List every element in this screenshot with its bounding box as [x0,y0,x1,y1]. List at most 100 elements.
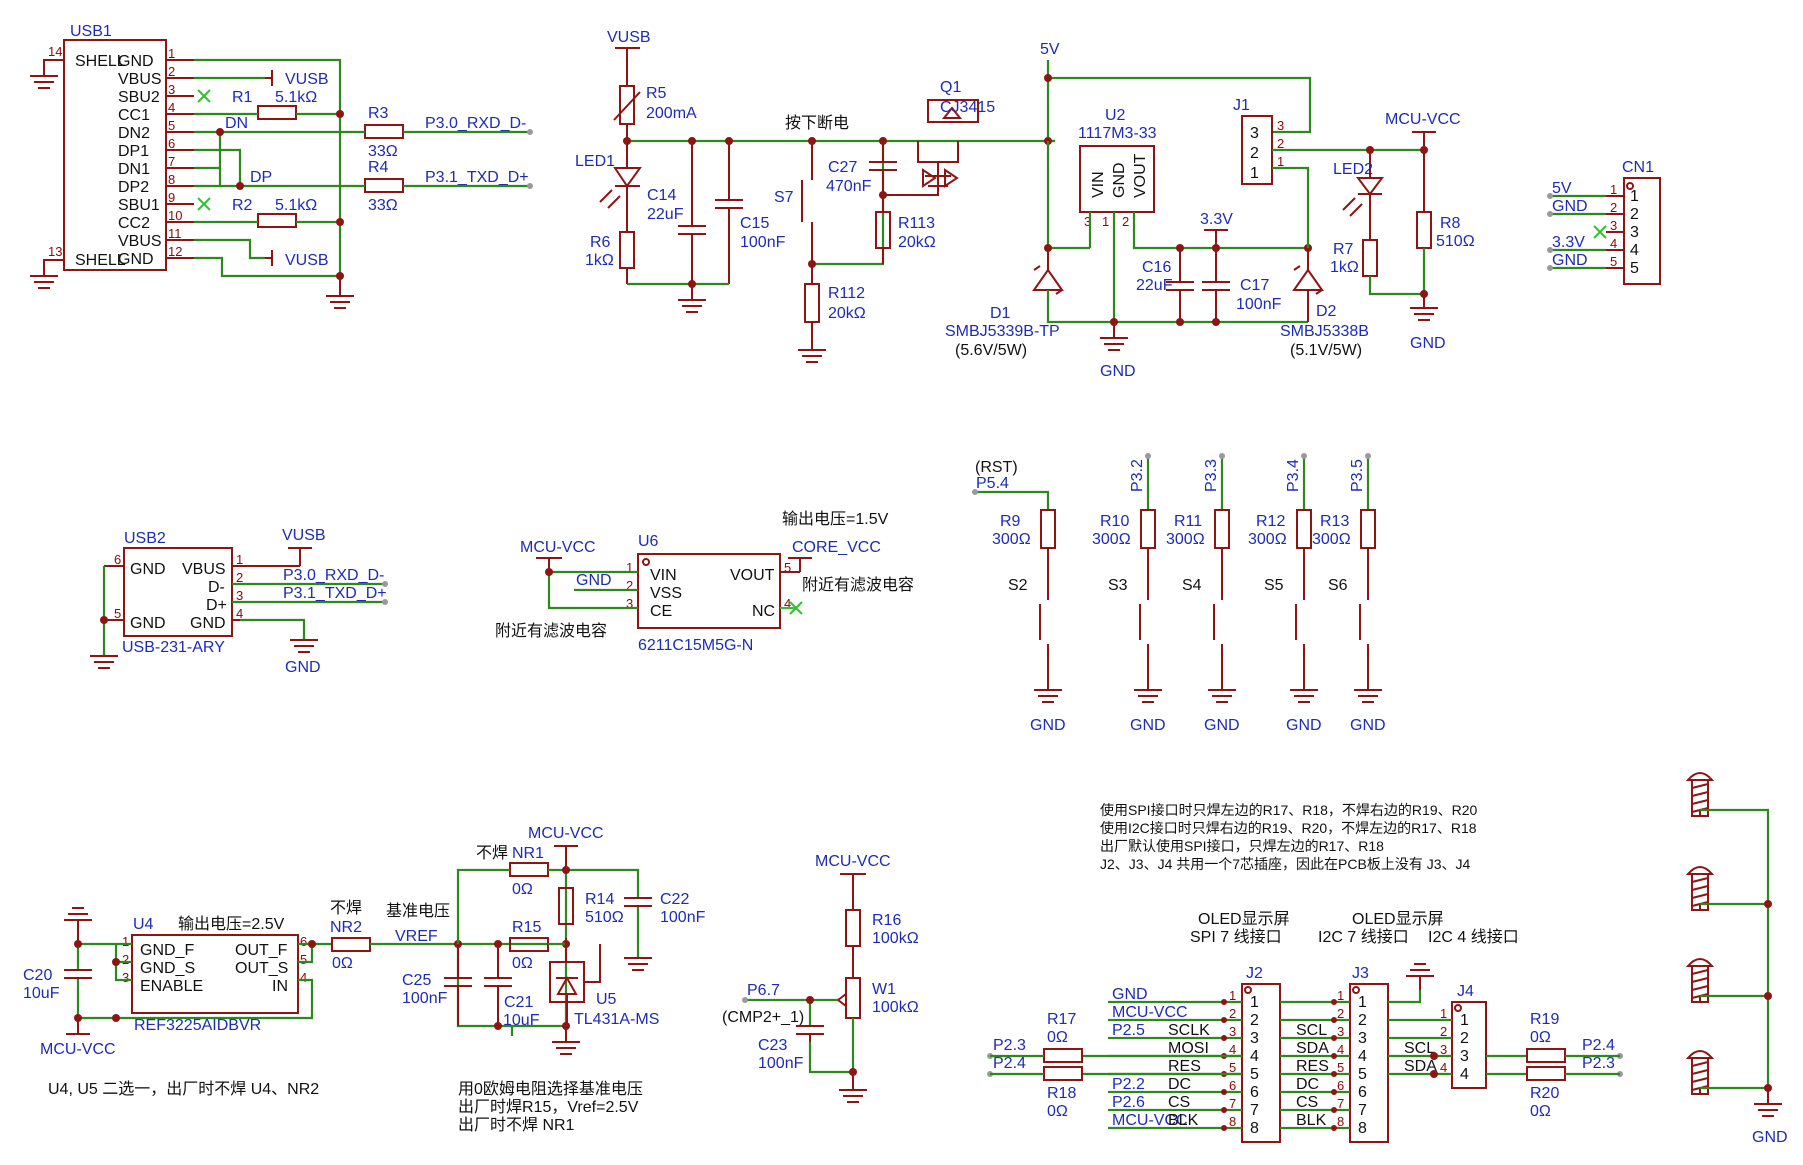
s5-gnd: GND [1286,717,1322,734]
j1-pin1: 1 [1250,165,1259,182]
d1-note: (5.6V/5W) [955,342,1027,359]
usb2-pin2-num: 2 [236,570,243,585]
usb2-pin6-name: GND [130,561,166,578]
c23-ref: C23 [758,1037,787,1054]
mcuvcc-pot: MCU-VCC [815,853,891,870]
j2-body [1241,983,1281,1143]
u2-value: 1117M3-33 [1078,125,1157,142]
w1-value: 100kΩ [872,999,919,1016]
j2-sig-8: BLK [1168,1112,1199,1129]
j3-sig-7: CS [1296,1094,1318,1111]
j2-sig-4: MOSI [1168,1040,1209,1057]
cn1-net-1: 5V [1552,180,1572,197]
vref-title: 基准电压 [386,902,450,920]
r11-body [1214,509,1230,549]
j2-net-3: P2.5 [1112,1022,1145,1039]
u6-pin2: 2 [626,578,633,593]
r7-value: 1kΩ [1330,259,1359,276]
r6-body [619,231,635,269]
r12-ref: R12 [1256,513,1285,530]
r19-ref: R19 [1530,1011,1559,1028]
s6-ref: S6 [1328,577,1348,594]
usb2-pin5-num: 5 [114,606,121,621]
j1-ref: J1 [1233,97,1250,114]
r16-ref: R16 [872,912,901,929]
gnd-label-led2: GND [1410,335,1446,352]
usb1-ref: USB1 [70,23,112,40]
j3-pin8: 8 [1358,1120,1367,1137]
j1-n1: 1 [1277,154,1284,169]
j2-num3: 3 [1229,1024,1236,1039]
usb1-block: USB1 SHELL 14 SHELL 13 1GND2VBUS3SBU24CC… [30,23,533,309]
r4-value: 33Ω [368,197,398,214]
oled-spi-h2: SPI 7 线接口 [1190,928,1282,946]
vusb-label: VUSB [607,29,651,46]
s2-gnd: GND [1030,717,1066,734]
press-off-label: 按下断电 [785,114,849,132]
j3-pin6: 6 [1358,1084,1367,1101]
r10-ref: R10 [1100,513,1129,530]
gnd-label-u2: GND [1100,363,1136,380]
usb1-pin8-name: DP2 [118,179,149,196]
r1-ref: R1 [232,89,253,106]
r20-value: 0Ω [1530,1103,1551,1120]
w1-ref: W1 [872,981,896,998]
usb1-pin5-num: 5 [168,118,175,133]
net-vusb-bottom: VUSB [285,252,329,269]
d2-ref: D2 [1316,303,1337,320]
led1-ref: LED1 [575,153,615,170]
j3-pin5: 5 [1358,1066,1367,1083]
usb1-pin9-name: SBU1 [118,197,160,214]
r2-body [257,213,297,228]
u6-part: 6211C15M5G-N [638,637,753,654]
usb1-pin13-num: 13 [48,244,62,259]
u4-pin5: 5 [300,952,307,967]
c21-value: 10uF [503,1012,540,1029]
r6-ref: R6 [590,234,611,251]
j3-ref: J3 [1352,965,1369,982]
u4-pin-outs: OUT_S [235,960,288,977]
usb1-pin6-num: 6 [168,136,175,151]
j3-num7: 7 [1337,1096,1344,1111]
u6-pin-vout: VOUT [730,567,775,584]
net-dn: DN [225,115,248,132]
u6-corevcc: CORE_VCC [792,539,881,556]
r11-ref: R11 [1174,513,1202,530]
s5-ref: S5 [1264,577,1284,594]
r8-value: 510Ω [1436,233,1475,250]
usb1-pin10-num: 10 [168,208,182,223]
oled-i2c-h1: OLED显示屏 [1352,911,1444,928]
vref-net: VREF [395,928,438,945]
net-P33: P3.3 [1203,459,1220,492]
u4-pin-gndf: GND_F [140,942,194,959]
j3-sig-8: BLK [1296,1112,1327,1129]
c25-ref: C25 [402,972,431,989]
usb1-pin10-name: CC2 [118,215,150,232]
j4-num2: 2 [1440,1024,1447,1039]
u4-body [131,934,299,1014]
r3-ref: R3 [368,105,389,122]
u6-mcuvcc: MCU-VCC [520,539,596,556]
u5-ref: U5 [596,991,617,1008]
usb1-pin14-name: SHELL [75,53,126,70]
r9-ref: R9 [1000,513,1021,530]
power-block: VUSB R5 200mA LED1 R6 1kΩ C14 22uF C15 1… [575,29,1475,380]
cn1-pin1-name: 1 [1630,188,1639,205]
p24-right: P2.4 [1582,1037,1615,1054]
nr2-ref: NR2 [330,919,362,936]
j3-num3: 3 [1337,1024,1344,1039]
cmp-label: (CMP2+_1) [722,1009,804,1026]
oled-note-2: 使用I2C接口时只焊右边的R19、R20，不焊左边的R17、R18 [1100,820,1477,836]
net-p54: P5.4 [976,475,1009,492]
r7-ref: R7 [1333,241,1354,258]
j4-sig-4: SDA [1404,1058,1437,1075]
j2-sig-3: SCLK [1168,1022,1210,1039]
usb2-part: USB-231-ARY [122,639,225,656]
nr2-body [331,937,371,952]
net-rxd: P3.0_RXD_D- [425,115,526,132]
net-txd: P3.1_TXD_D+ [425,169,529,186]
vref-block: U4 输出电压=2.5V REF3225AIDBVR GND_F 1 GND_S… [23,825,706,1134]
r4-body [364,178,404,193]
